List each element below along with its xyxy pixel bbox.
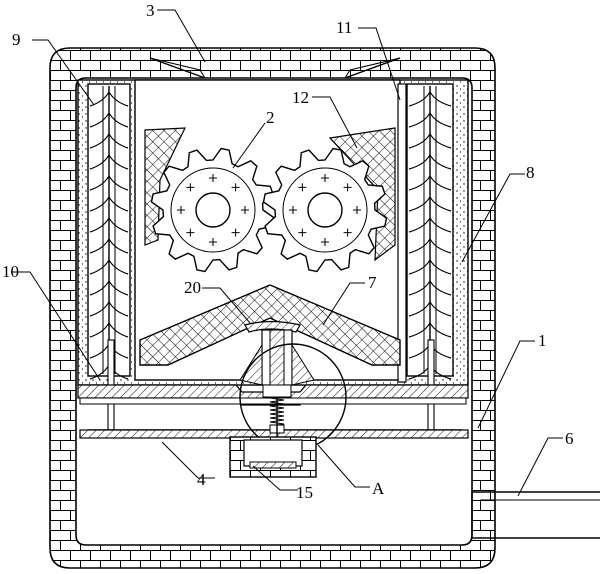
screw-flight: [89, 111, 129, 128]
gear-mark: [343, 228, 352, 237]
label-4: 4: [197, 470, 206, 489]
gear-mark: [289, 206, 297, 214]
label-20: 20: [184, 278, 201, 297]
right-screw-conveyor: [397, 83, 454, 383]
gear-mark: [353, 206, 361, 214]
gear-mark: [298, 183, 307, 192]
screw-flight: [408, 216, 452, 233]
screw-flight: [408, 195, 452, 212]
screw-flight: [89, 195, 129, 212]
gear-mark: [186, 228, 195, 237]
screw-flight: [408, 90, 452, 107]
gear-mark: [209, 174, 217, 182]
screw-flight: [408, 174, 452, 191]
screw-flight: [408, 258, 452, 275]
screw-flight: [89, 237, 129, 254]
label-3: 3: [146, 1, 155, 20]
label-9: 9: [12, 30, 21, 49]
screw-flight: [408, 279, 452, 296]
gear-mark: [209, 238, 217, 246]
gear-mark: [186, 183, 195, 192]
gear-mark: [231, 183, 240, 192]
screw-flight: [89, 132, 129, 149]
gear-mark: [321, 238, 329, 246]
screw-flight: [89, 258, 129, 275]
label-15: 15: [296, 483, 313, 502]
screw-flight: [89, 174, 129, 191]
label-10: 10: [2, 262, 19, 281]
left-crushing-gear: [150, 147, 276, 273]
discharge-pipe: [471, 491, 600, 539]
screw-flight: [89, 300, 129, 317]
gear-mark: [241, 206, 249, 214]
guide-plate: [139, 284, 401, 366]
label-12: 12: [292, 88, 309, 107]
leader-lines: [11, 9, 563, 497]
screw-flight: [408, 300, 452, 317]
gear-mark: [231, 228, 240, 237]
gear-mark: [298, 228, 307, 237]
label-7: 7: [368, 273, 377, 292]
right-crushing-gear: [262, 147, 388, 273]
vibration-mechanism: [239, 320, 315, 440]
screw-flight: [408, 237, 452, 254]
screw-flight: [89, 153, 129, 170]
left-crusher-liner: [144, 127, 186, 246]
part-labels: 3 9 11 12 2 8 10 7 20 1 6 4 15 A: [2, 1, 574, 502]
screw-flight: [408, 153, 452, 170]
gear-mark: [321, 174, 329, 182]
left-screw-conveyor: [87, 83, 131, 380]
gear-mark: [343, 183, 352, 192]
label-11: 11: [336, 18, 352, 37]
label-2: 2: [266, 108, 275, 127]
screw-flight: [89, 321, 129, 338]
label-a: A: [372, 479, 385, 498]
screw-flight: [89, 90, 129, 107]
screw-flight: [408, 321, 452, 338]
feed-hopper: [149, 57, 401, 79]
label-8: 8: [526, 163, 535, 182]
label-1: 1: [538, 331, 547, 350]
gear-mark: [177, 206, 185, 214]
screw-flight: [89, 279, 129, 296]
screw-flight: [89, 216, 129, 233]
screw-flight: [408, 111, 452, 128]
outer-housing: [49, 47, 496, 569]
screw-flight: [408, 132, 452, 149]
collection-box: [229, 436, 317, 478]
label-6: 6: [565, 429, 574, 448]
